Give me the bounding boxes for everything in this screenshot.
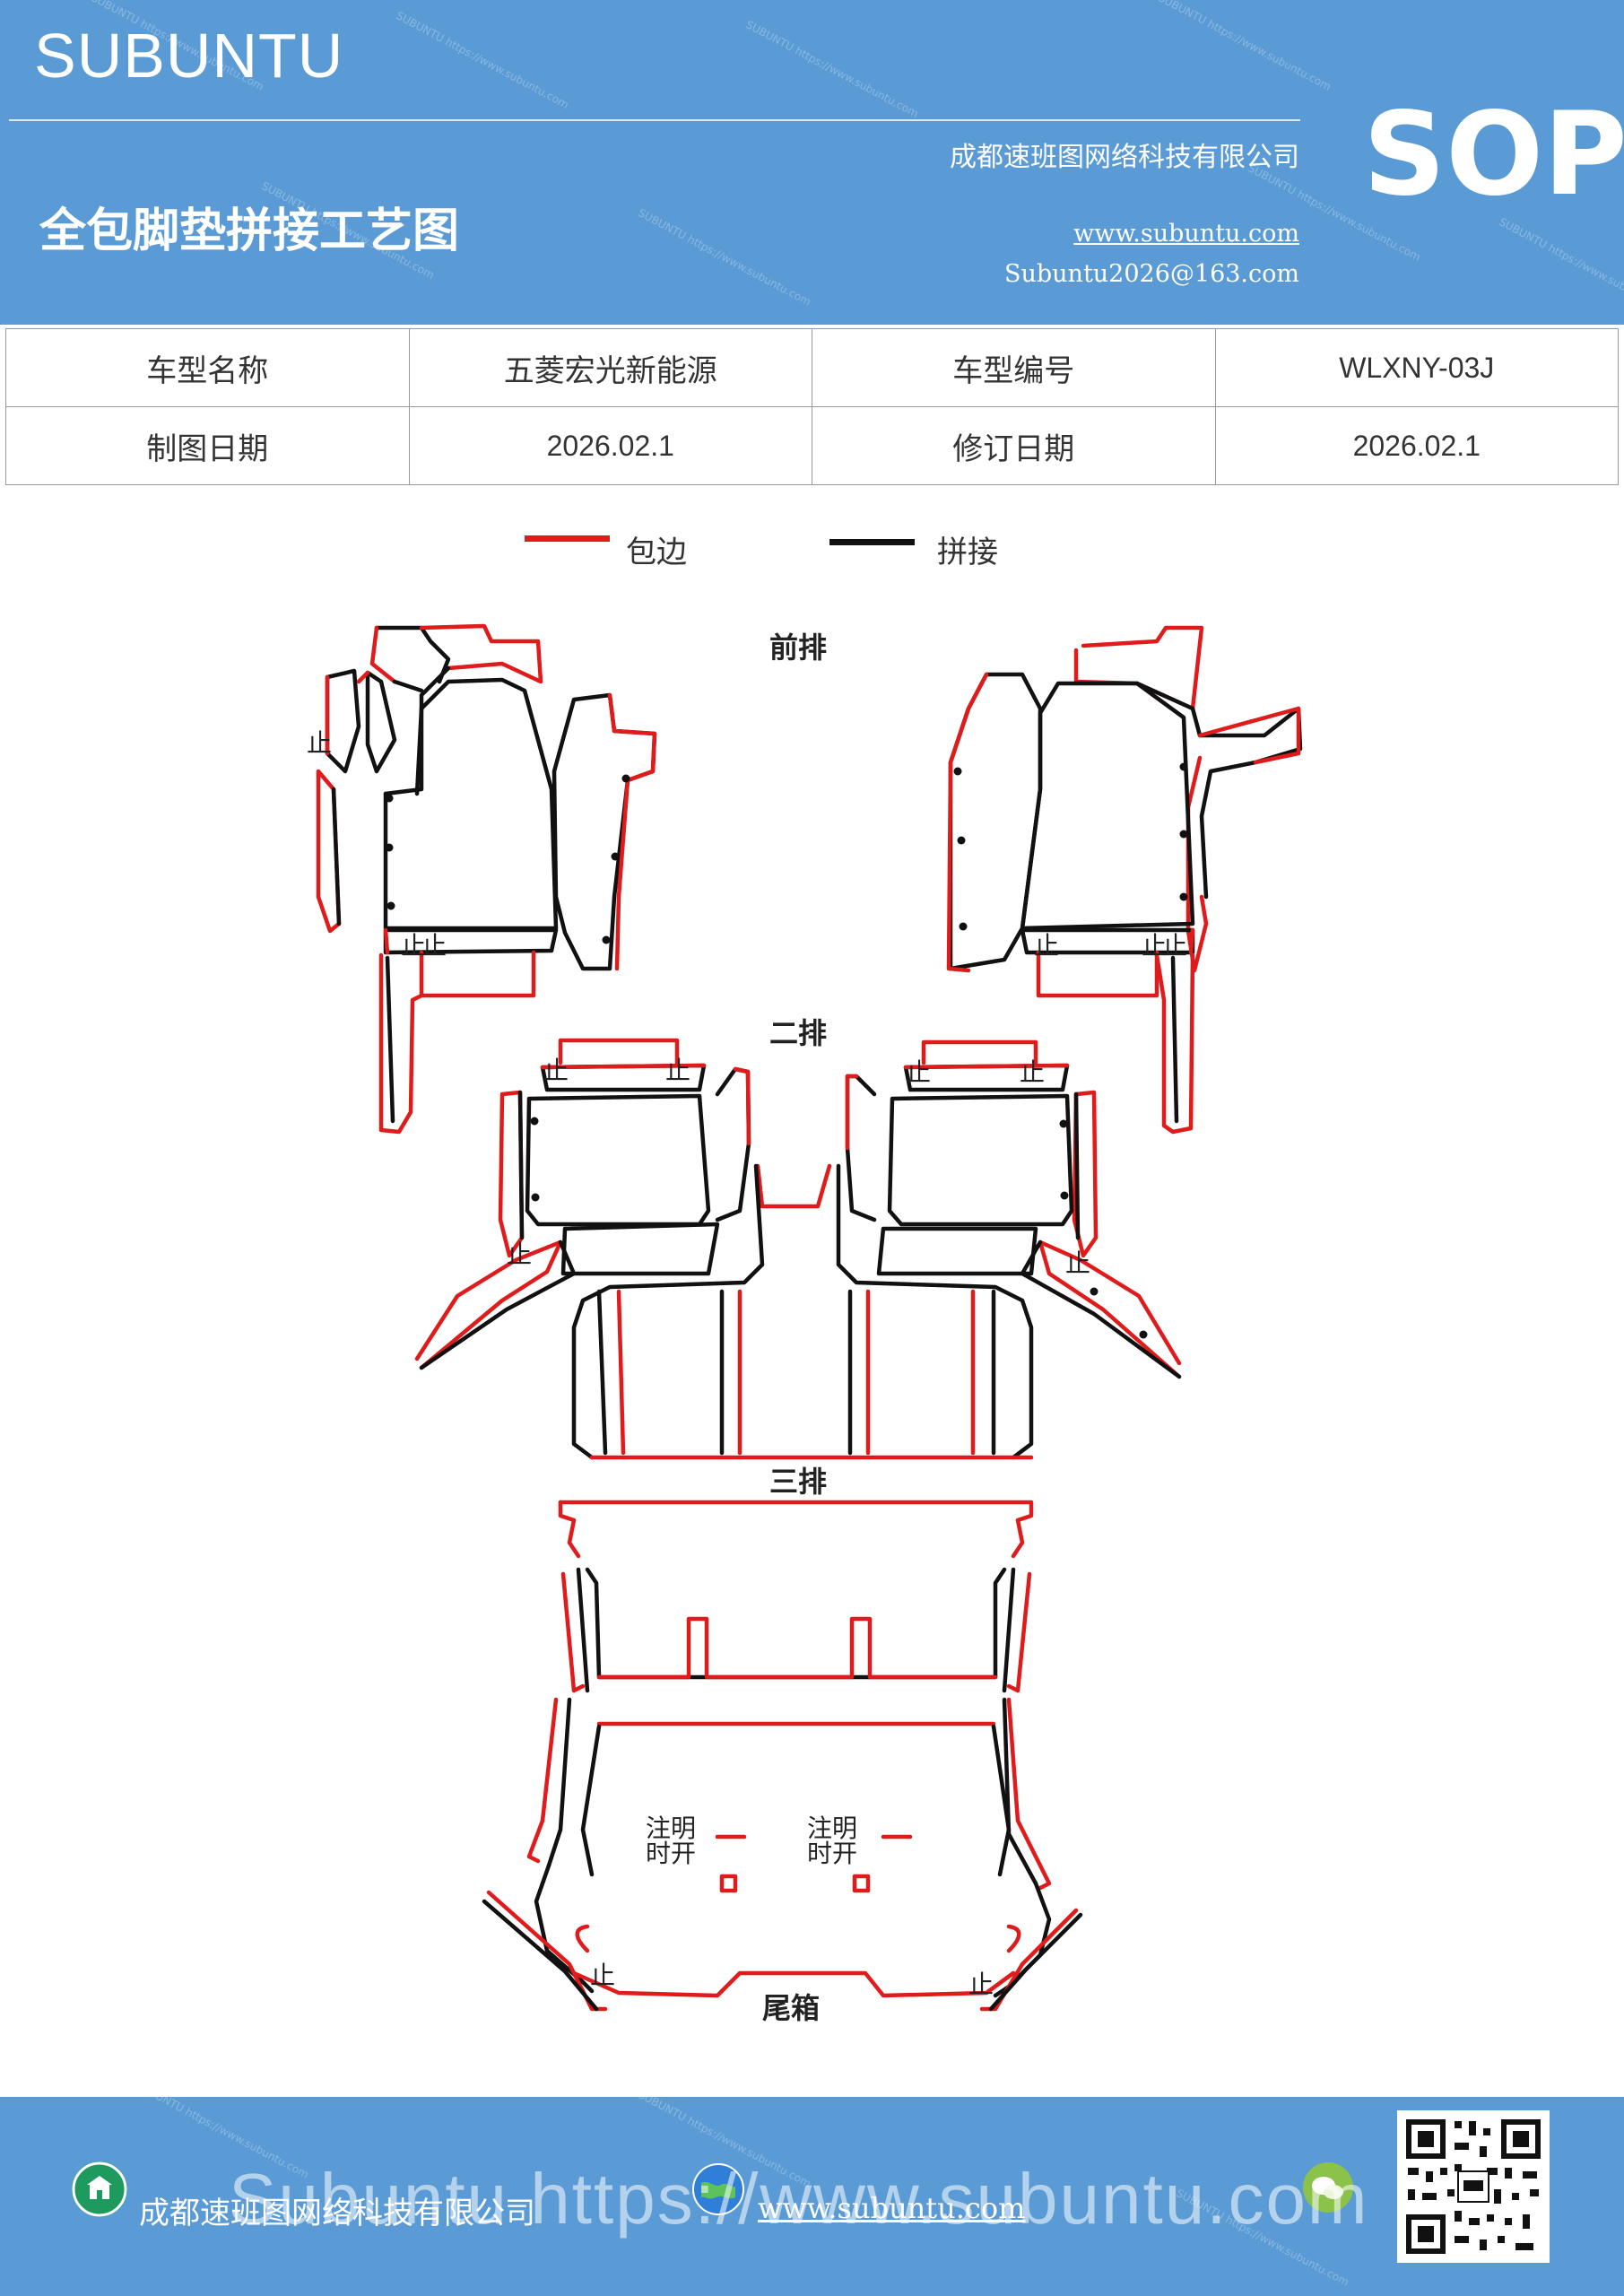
page-title: 全包脚垫拼接工艺图 — [39, 204, 460, 258]
qr-code[interactable] — [1397, 2110, 1550, 2263]
stop-marks: 止 止 止 止 止 止 止 止 止 止 止 止 止 止 — [307, 728, 1187, 1999]
stop-mark: 止 — [1034, 931, 1059, 961]
stop-mark: 止 — [1142, 931, 1167, 961]
stop-mark: 止 — [1020, 1057, 1045, 1087]
value-cell: WLXNY-03J — [1214, 328, 1619, 407]
third-row-mat — [558, 1500, 1034, 1693]
stop-mark: 止 — [507, 1239, 532, 1269]
second-left-mat — [414, 1038, 832, 1460]
section-label-third: 三排 — [769, 1465, 827, 1499]
stop-mark: 止 — [1162, 931, 1187, 961]
header-divider — [9, 119, 1300, 121]
email-address: Subuntu2026@163.com — [1004, 260, 1299, 288]
stop-mark: 止 — [421, 931, 447, 961]
footer-company-name: 成都速班图网络科技有限公司 — [139, 2196, 535, 2231]
opening-note-line2: 时开 — [807, 1839, 857, 1868]
stop-mark: 止 — [590, 1961, 615, 1990]
value-cell: 五菱宏光新能源 — [408, 328, 812, 407]
label-cell: 车型编号 — [812, 328, 1216, 407]
label-cell: 制图日期 — [5, 406, 410, 485]
front-right-mat — [946, 625, 1303, 1135]
table-row: 车型名称 五菱宏光新能源 车型编号 WLXNY-03J — [5, 328, 1619, 407]
value-cell: 2026.02.1 — [408, 406, 812, 485]
front-left-mat — [316, 623, 657, 1135]
second-right-mat — [836, 1039, 1182, 1460]
stop-mark: 止 — [665, 1056, 690, 1085]
sop-badge: SOP — [1363, 88, 1624, 222]
legend-label-seam: 拼接 — [937, 535, 998, 570]
trunk-mat — [482, 1697, 1083, 2012]
legend-swatch-edge — [525, 535, 610, 542]
header-banner: SUBUNTU https://www.subuntu.com SUBUNTU … — [0, 0, 1624, 325]
opening-note-line1: 注明 — [646, 1813, 696, 1843]
label-cell: 修订日期 — [812, 406, 1216, 485]
label-cell: 车型名称 — [5, 328, 410, 407]
company-building-icon — [72, 2161, 127, 2217]
stop-mark: 止 — [906, 1057, 931, 1087]
opening-note-line2: 时开 — [646, 1839, 696, 1868]
second-row-channels — [589, 1289, 1034, 1460]
stop-mark: 止 — [543, 1056, 569, 1085]
legend-swatch-seam — [829, 539, 915, 545]
wechat-icon — [1300, 2160, 1356, 2215]
website-link[interactable]: www.subuntu.com — [1073, 220, 1299, 248]
table-row: 制图日期 2026.02.1 修订日期 2026.02.1 — [5, 406, 1619, 485]
brand-logo-text: SUBUNTU — [34, 21, 344, 91]
globe-icon — [690, 2161, 746, 2217]
footer-website-link[interactable]: www.subuntu.com — [758, 2191, 1026, 2225]
stop-mark: 止 — [968, 1970, 994, 1999]
stop-mark: 止 — [307, 728, 332, 758]
section-label-second: 二排 — [769, 1016, 827, 1050]
section-label-front: 前排 — [769, 631, 827, 665]
footer-banner: SUBUNTU https://www.subuntu.com SUBUNTU … — [0, 2097, 1624, 2296]
section-label-trunk: 尾箱 — [762, 1991, 820, 2025]
legend-label-edge: 包边 — [626, 535, 687, 570]
company-name: 成都速班图网络科技有限公司 — [950, 142, 1299, 173]
stop-mark: 止 — [401, 931, 426, 961]
opening-note-line1: 注明 — [807, 1813, 857, 1843]
footer-watermark-overlay: Subuntu https://www.subuntu.com — [229, 2159, 1369, 2239]
value-cell: 2026.02.1 — [1214, 406, 1619, 485]
fastener-dots — [385, 762, 1188, 1339]
stop-mark: 止 — [1065, 1248, 1090, 1278]
vehicle-info-table: 车型名称 五菱宏光新能源 车型编号 WLXNY-03J 制图日期 2026.02… — [5, 328, 1619, 485]
